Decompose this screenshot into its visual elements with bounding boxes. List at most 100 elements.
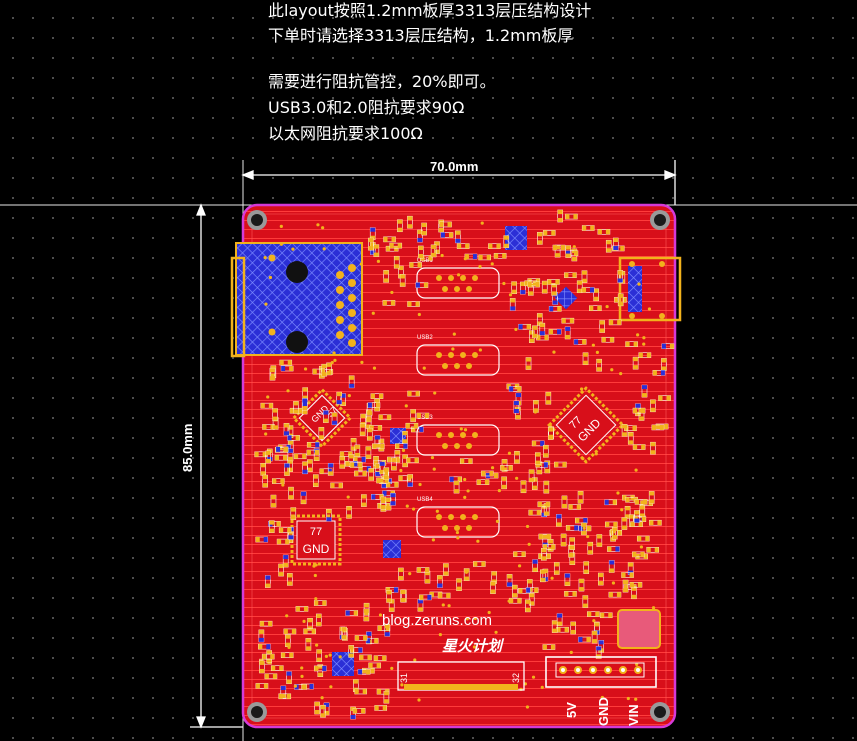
component-pad bbox=[565, 245, 571, 250]
component-pad bbox=[407, 224, 413, 229]
component-pad bbox=[370, 393, 375, 399]
component-pad bbox=[565, 214, 570, 220]
component-pad bbox=[287, 538, 293, 543]
component-pad bbox=[386, 414, 391, 420]
component-pad bbox=[373, 460, 378, 466]
component-pad bbox=[650, 407, 656, 412]
component-pad bbox=[319, 468, 324, 474]
component-pad bbox=[564, 573, 570, 578]
component-pad bbox=[564, 627, 569, 633]
via bbox=[316, 223, 320, 227]
component-pad bbox=[596, 534, 602, 539]
component-pad bbox=[514, 451, 520, 456]
component-pad bbox=[510, 298, 516, 303]
component-pad bbox=[362, 668, 367, 674]
component-pad bbox=[543, 489, 549, 494]
component-pad bbox=[621, 517, 627, 522]
component-pad bbox=[418, 246, 424, 251]
component-pad bbox=[280, 686, 286, 691]
component-pad bbox=[586, 637, 591, 643]
component-pad bbox=[541, 548, 547, 553]
component-pad bbox=[598, 581, 604, 586]
component-pad bbox=[370, 250, 376, 255]
component-pad bbox=[367, 654, 372, 660]
component-pad bbox=[583, 360, 589, 365]
via bbox=[497, 489, 501, 493]
via bbox=[417, 312, 421, 317]
component-pad bbox=[378, 393, 383, 399]
component-pad bbox=[361, 502, 367, 507]
component-pad bbox=[417, 238, 423, 243]
via bbox=[422, 366, 426, 370]
component-pad bbox=[646, 547, 651, 553]
component-pad bbox=[476, 479, 481, 485]
component-pad bbox=[287, 435, 292, 441]
component-pad bbox=[391, 458, 397, 463]
component-pad bbox=[316, 621, 322, 626]
component-pad bbox=[265, 450, 271, 455]
component-pad bbox=[564, 272, 569, 278]
component-pad bbox=[515, 415, 521, 420]
via bbox=[478, 264, 482, 269]
component-pad bbox=[652, 370, 657, 376]
component-pad bbox=[494, 253, 499, 259]
component-pad bbox=[305, 638, 311, 643]
component-pad bbox=[565, 334, 571, 339]
component-pad bbox=[536, 510, 541, 516]
component-pad bbox=[284, 463, 290, 468]
component-pad bbox=[572, 272, 577, 278]
component-pad bbox=[397, 227, 403, 232]
component-pad bbox=[593, 288, 599, 293]
note-line-4: 需要进行阻抗管控，20%即可。 bbox=[268, 72, 496, 91]
component-pad bbox=[641, 408, 646, 414]
via bbox=[417, 607, 421, 611]
component-pad bbox=[255, 683, 260, 689]
via bbox=[405, 504, 409, 508]
component-pad bbox=[385, 506, 391, 511]
usb-c-connector bbox=[618, 256, 682, 322]
component-pad bbox=[281, 652, 286, 658]
component-pad bbox=[324, 710, 330, 715]
component-pad bbox=[613, 238, 619, 243]
via bbox=[507, 451, 511, 455]
note-line-1: 此layout按照1.2mm板厚3313层压结构设计 bbox=[268, 1, 592, 20]
component-pad bbox=[513, 409, 519, 414]
power-label-vin: VIN bbox=[626, 704, 641, 726]
component-pad bbox=[410, 409, 416, 414]
component-pad bbox=[512, 585, 518, 590]
component-pad bbox=[502, 459, 508, 464]
component-pad bbox=[556, 514, 562, 519]
via bbox=[582, 526, 586, 530]
component-pad bbox=[370, 242, 376, 247]
component-pad bbox=[417, 567, 422, 573]
via bbox=[268, 275, 273, 280]
component-pad bbox=[617, 530, 622, 536]
component-pad bbox=[385, 503, 390, 509]
component-pad bbox=[625, 341, 630, 347]
component-pad bbox=[633, 365, 639, 370]
component-pad bbox=[318, 435, 324, 440]
component-pad bbox=[490, 581, 496, 586]
component-pad bbox=[547, 279, 552, 285]
component-pad bbox=[340, 401, 346, 406]
component-pad bbox=[384, 632, 390, 637]
component-pad bbox=[286, 693, 291, 699]
component-pad bbox=[562, 462, 567, 468]
via bbox=[376, 259, 381, 263]
component-pad bbox=[599, 320, 605, 325]
component-pad bbox=[546, 553, 551, 559]
component-pad bbox=[532, 559, 538, 564]
component-pad bbox=[370, 235, 376, 240]
component-pad bbox=[634, 518, 640, 523]
component-pad bbox=[578, 579, 584, 584]
component-pad bbox=[549, 329, 554, 335]
component-pad bbox=[641, 385, 647, 390]
component-pad bbox=[254, 451, 259, 457]
component-pad bbox=[417, 230, 423, 235]
component-pad bbox=[394, 246, 399, 252]
component-pad bbox=[628, 440, 634, 445]
component-pad bbox=[380, 507, 386, 512]
component-pad bbox=[410, 417, 416, 422]
via bbox=[418, 482, 422, 487]
component-pad bbox=[361, 456, 366, 462]
